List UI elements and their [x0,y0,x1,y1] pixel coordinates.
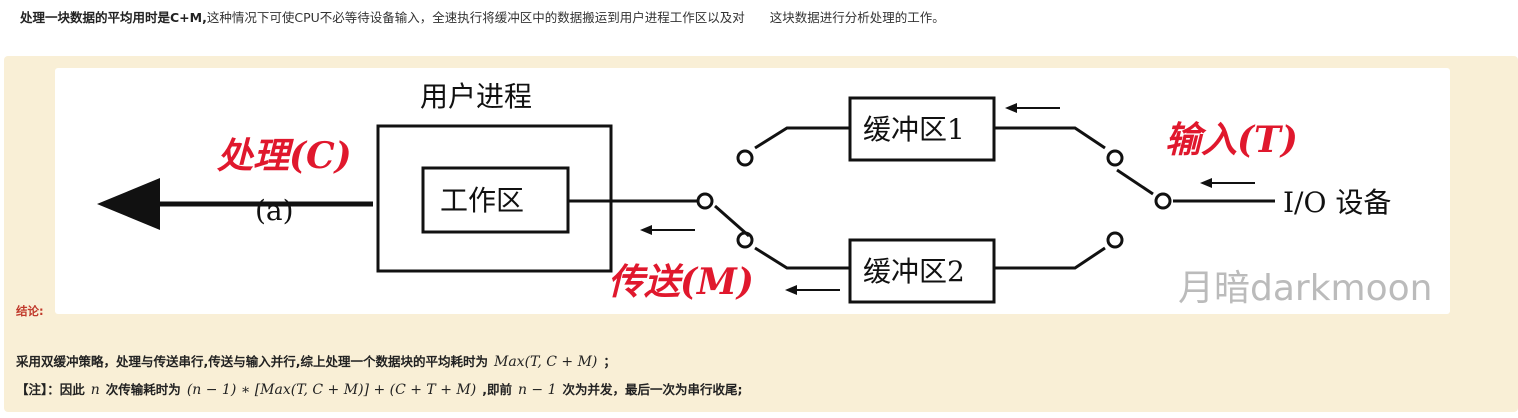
line2-prefix: 【注】：因此 [16,382,85,397]
conclusion-line-1: 采用双缓冲策略，处理与传送串行,传送与输入并行,综上处理一个数据块的平均耗时为 M… [16,351,616,370]
work-area-label: 工作区 [440,184,524,217]
user-process-box [376,124,613,273]
io-device-label: I/O 设备 [1283,186,1391,219]
buffer1-label: 缓冲区1 [863,113,965,146]
transfer-annotation: 传送(M) [608,261,754,303]
label-a: (a) [255,194,294,227]
input-annotation: 输入(T) [1165,119,1298,161]
process-annotation: 处理(C) [216,135,352,177]
user-process-label: 用户进程 [420,80,532,113]
watermark: 月暗darkmoon [1178,268,1433,309]
line2-end: 次为并发，最后一次为串行收尾; [562,382,743,397]
line1-text: 采用双缓冲策略，处理与传送串行,传送与输入并行,综上处理一个数据块的平均耗时为 [16,354,488,369]
buffer2-label: 缓冲区2 [863,255,965,288]
line2-mid2: ,即前 [482,382,512,397]
var-n-minus-1: n − 1 [517,382,557,398]
intro-bold: 处理一块数据的平均用时是C+M, [20,10,207,25]
intro-rest: 这种情况下可使CPU不必等待设备输入，全速执行将缓冲区中的数据搬运到用户进程工作… [206,10,945,25]
double-buffer-diagram: 用户进程 工作区 (a) 缓冲区1 缓冲区2 I/O 设备 处理(C) 输入(T… [55,68,1450,314]
conclusion-label: 结论: [16,304,44,318]
intro-paragraph: 处理一块数据的平均用时是C+M,这种情况下可使CPU不必等待设备输入，全速执行将… [20,7,945,26]
line1-end: ； [603,354,616,369]
line2-mid: 次传输耗时为 [105,382,181,397]
var-n: n [90,382,100,398]
formula-avg-time: Max(T, C + M) [494,354,598,370]
buffer2-box [848,238,996,304]
conclusion-line-2: 【注】：因此 n 次传输耗时为 (n − 1) ∗ [Max(T, C + M)] +… [16,379,743,398]
formula-total-time: (n − 1) ∗ [Max(T, C + M)] + (C + T + M) [186,382,477,398]
